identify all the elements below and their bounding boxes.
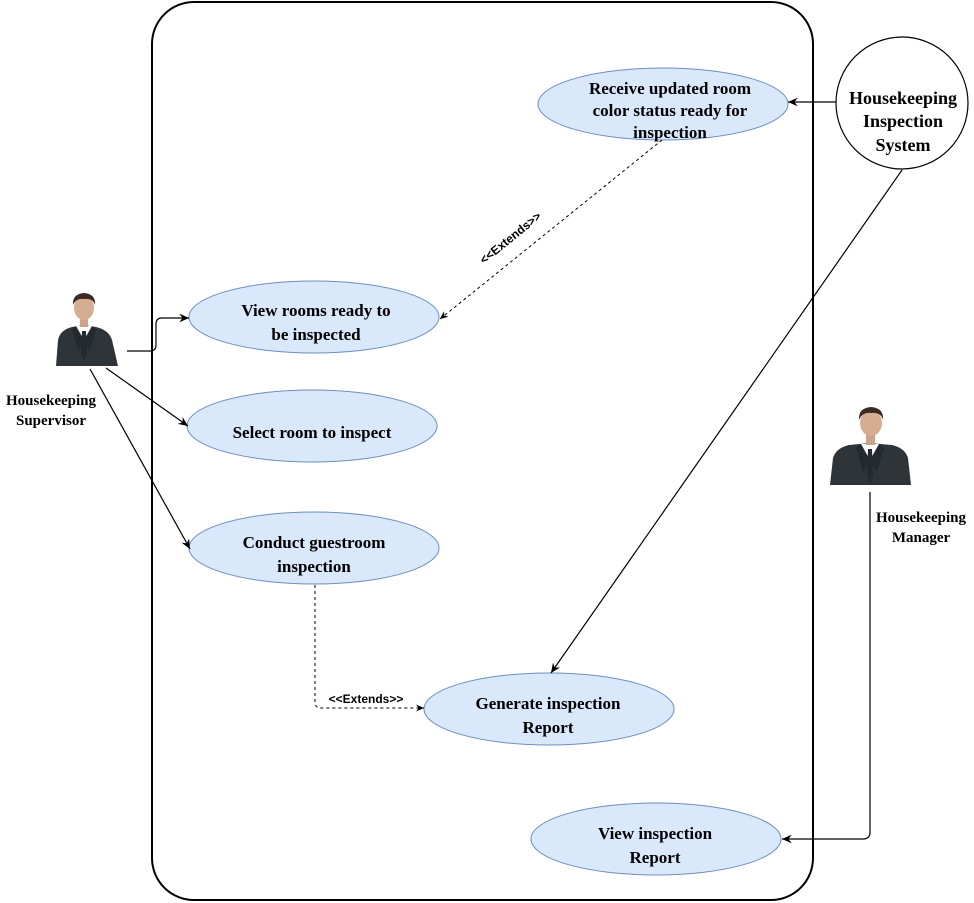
actor-label: Housekeeping [6,393,97,409]
actor-label: System [876,135,931,155]
actor-label: Housekeeping [876,510,967,526]
use-case-conduct-inspection[interactable]: Conduct guestroom inspection [188,511,440,585]
association-system-generate-report [550,169,903,674]
use-case-label: Generate inspection [476,694,621,713]
system-boundary [151,1,814,901]
extends-conduct-to-generate-report [314,585,424,712]
use-case-view-rooms[interactable]: View rooms ready to be inspected [188,280,440,354]
use-case-view-report[interactable]: View inspection Report [530,802,782,876]
use-case-label: Receive updated room [589,79,751,98]
use-case-receive-status[interactable]: Receive updated room color status ready … [537,67,789,142]
association-manager-view-report [782,492,871,844]
actor-supervisor[interactable]: Housekeeping Supervisor [6,293,118,429]
actor-inspection-system[interactable]: Housekeeping Inspection System [835,36,969,170]
association-supervisor-conduct-inspection [89,368,191,550]
actor-manager[interactable]: Housekeeping Manager [830,407,967,546]
use-case-label: color status ready for [593,101,748,120]
use-case-label: Select room to inspect [233,423,392,442]
businessman-icon [830,407,911,485]
extends-label: <<Extends>> [329,692,404,706]
use-case-label: inspection [277,557,351,576]
use-case-generate-report[interactable]: Generate inspection Report [423,672,675,746]
association-supervisor-select-room [105,367,189,427]
extends-label-background [321,691,411,705]
use-case-select-room[interactable]: Select room to inspect [186,389,438,463]
use-case-label: Conduct guestroom [243,533,386,552]
actor-label: Manager [892,530,951,546]
extends-label: <<Extends>> [477,209,544,267]
use-case-label: inspection [633,123,707,142]
businessman-icon [56,293,118,366]
use-case-label: View inspection [598,824,713,843]
use-case-label: View rooms ready to [241,301,390,320]
actor-label: Housekeeping [849,88,957,108]
use-case-label: be inspected [271,325,361,344]
use-case-label: Report [523,718,574,737]
actor-label: Supervisor [16,413,86,429]
actor-label: Inspection [863,111,943,131]
association-supervisor-view-rooms [127,313,189,352]
extends-receive-to-view-rooms [439,139,663,320]
use-case-label: Report [630,848,681,867]
